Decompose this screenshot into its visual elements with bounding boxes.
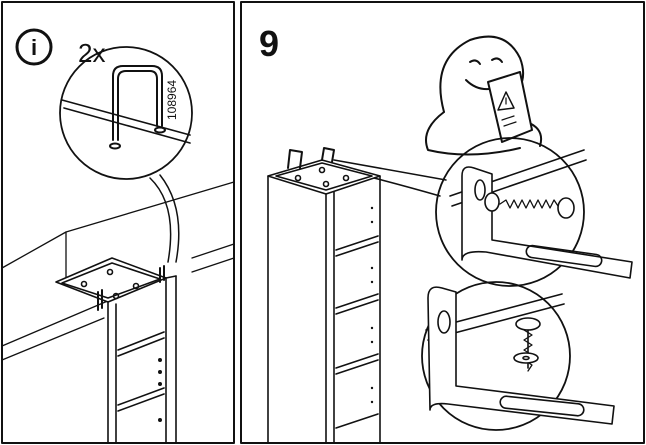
quantity-label: 2x	[78, 38, 105, 68]
info-symbol: i	[31, 35, 37, 60]
bookcase	[267, 147, 381, 444]
person-reading-manual-icon	[425, 35, 542, 156]
left-panel-frame	[1, 1, 235, 444]
callout-tail	[333, 159, 447, 181]
screw-icon	[484, 192, 575, 219]
magnifier-bottom	[421, 281, 615, 431]
left-panel: i 2x 108964	[1, 1, 235, 444]
right-panel-frame	[240, 1, 645, 444]
warning-triangle-icon	[497, 91, 515, 111]
screw-icon	[515, 317, 541, 372]
step-number: 9	[259, 23, 279, 64]
wall-lines	[1, 181, 235, 361]
magnifier-detail: 2x 108964	[59, 38, 193, 180]
staple-bracket-icon	[109, 65, 166, 150]
washer-icon	[513, 352, 539, 364]
wall-bracket-icon	[461, 166, 633, 279]
part-number-label: 108964	[165, 80, 179, 120]
info-icon: i	[15, 28, 53, 66]
callout-tail	[149, 177, 172, 263]
magnifier-top	[435, 137, 633, 287]
right-panel: 9	[240, 1, 645, 444]
bookcase-top-left	[55, 257, 177, 444]
wall-bracket-icon	[427, 286, 615, 425]
